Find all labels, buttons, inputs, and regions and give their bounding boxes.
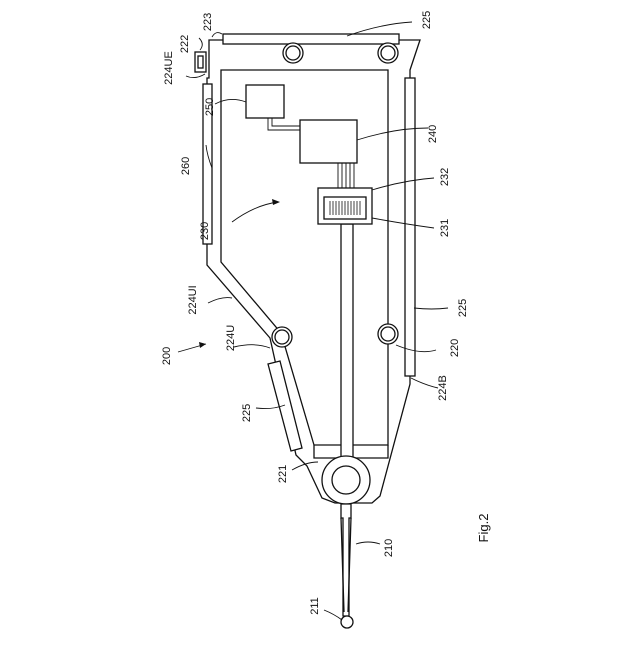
roller-mid-left-inner: [275, 330, 289, 344]
label-225-top: 225: [421, 11, 433, 29]
label-211: 211: [309, 597, 321, 615]
label-220: 220: [449, 339, 461, 357]
wiring-240-232: [338, 163, 354, 188]
top-plate: [223, 34, 399, 44]
label-232: 232: [439, 168, 451, 186]
module-250: [246, 85, 284, 118]
arrow-200: [178, 342, 206, 352]
pivot-ring-inner: [332, 466, 360, 494]
stylus-shaft: [341, 224, 353, 460]
lower-slanted-plate: [268, 361, 302, 451]
module-240: [300, 120, 357, 163]
label-260: 260: [180, 157, 192, 175]
roller-mid-right-inner: [381, 327, 395, 341]
label-210: 210: [383, 539, 395, 557]
arrow-230: [272, 199, 280, 205]
label-250: 250: [204, 98, 216, 116]
label-224UE: 224UE: [163, 51, 175, 85]
label-221: 221: [277, 465, 289, 483]
label-224B: 224B: [437, 375, 449, 401]
roller-top-right-inner: [381, 46, 395, 60]
roller-top-left-inner: [286, 46, 300, 60]
label-224U: 224U: [225, 325, 237, 351]
label-225-right: 225: [457, 299, 469, 317]
stylus-tip: [341, 616, 353, 628]
label-223: 223: [202, 13, 214, 31]
right-side-plate: [405, 78, 415, 376]
label-230: 230: [199, 222, 211, 240]
label-200: 200: [161, 347, 173, 365]
label-222: 222: [179, 35, 191, 53]
wiring-250-240: [268, 118, 300, 130]
figure-label: Fig.2: [476, 514, 491, 543]
label-225-left: 225: [241, 404, 253, 422]
connector-pin: [198, 56, 203, 68]
label-224UI: 224UI: [187, 285, 199, 314]
label-240: 240: [427, 125, 439, 143]
label-231: 231: [439, 219, 451, 237]
